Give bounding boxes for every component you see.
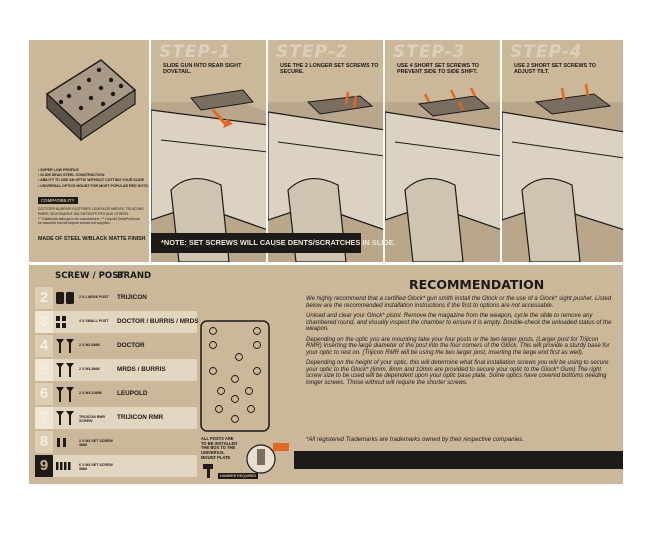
table-header-brand: BRAND — [117, 271, 152, 281]
table-row: 2 2 X LARGE POST TRIJICON — [35, 287, 197, 309]
step-title: STEP-1 — [159, 42, 232, 62]
material-label: MADE OF STEEL W/BLACK MATTE FINISH — [38, 236, 146, 242]
screw-icon — [56, 411, 74, 425]
step-title: STEP-3 — [393, 42, 466, 62]
screw-icon — [56, 363, 74, 377]
hammer-icon — [203, 464, 213, 478]
step-instruction: USE THE 2 LONGER SET SCREWS TO SECURE. — [280, 63, 379, 76]
table-row: 4 2 X M3-6MM DOCTOR — [35, 335, 197, 357]
screw-icon — [56, 339, 74, 353]
table-header-screw: SCREW / POST — [55, 271, 125, 281]
step-instruction: USE 4 SHORT SET SCREWS TO PREVENT SIDE T… — [397, 63, 479, 76]
section-divider — [29, 262, 623, 265]
row-label: 6 X M3 SET SCREW 5MM — [79, 463, 113, 471]
row-number: 2 — [35, 287, 53, 309]
instruction-sheet: • SUPER LOW PROFILE • SLIDE DEAD STEEL C… — [29, 40, 623, 484]
recommendation-body: We highly recommend that a certified Glo… — [306, 296, 612, 391]
table-row: 9 6 X M3 SET SCREW 5MM — [35, 455, 197, 477]
top-section: • SUPER LOW PROFILE • SLIDE DEAD STEEL C… — [29, 40, 623, 262]
row-brand: DOCTOR — [117, 342, 145, 349]
set-screw-icon — [57, 438, 66, 447]
post-install-icon — [246, 443, 289, 474]
row-label: 2 X M3-6MM — [79, 343, 100, 347]
step-4-panel: STEP-4 USE 2 SHORT SET SCREWS TO ADJUST … — [500, 40, 623, 262]
hammer-required-label: HAMMER REQUIRED — [218, 473, 259, 479]
small-post-icon — [56, 316, 66, 328]
footer-bar — [294, 451, 623, 469]
row-brand: MRDS / BURRIS — [117, 366, 166, 373]
compatibility-title: COMPATIBILITY — [38, 197, 78, 204]
step-instruction: SLIDE GUN INTO REAR SIGHT DOVETAIL. — [163, 63, 242, 76]
plate-hole-diagram — [200, 320, 270, 432]
screw-icon — [56, 387, 74, 402]
row-number: 7 — [35, 407, 53, 429]
table-row: 6 2 X M3-10MM LEUPOLD — [35, 383, 197, 405]
large-post-icon — [56, 292, 74, 304]
row-brand: LEUPOLD — [117, 390, 148, 397]
row-brand: TRIJICON — [117, 294, 147, 301]
recommendation-title: RECOMMENDATION — [409, 277, 545, 292]
row-label: 2 X M3 SET SCREW 3MM — [79, 439, 113, 447]
warning-note: *NOTE: SET SCREWS WILL CAUSE DENTS/SCRAT… — [151, 233, 396, 253]
row-brand: DOCTOR / BURRIS / MRDS — [117, 318, 199, 325]
feature-item: • ABILITY TO USE AN OPTIC WITHOUT CUTTIN… — [38, 178, 145, 183]
row-number: 6 — [35, 383, 53, 405]
step-4-illustration — [502, 83, 623, 262]
step-title: STEP-2 — [276, 42, 349, 62]
step-3-illustration — [385, 87, 502, 262]
recommendation-paragraph: Unload and clear your Glock* pistol. Rem… — [306, 313, 612, 333]
trademark-note: *All registered Trademarks are trademark… — [306, 436, 524, 443]
mount-plate-illustration — [45, 59, 137, 142]
row-number: 9 — [35, 455, 53, 477]
feature-list: • SUPER LOW PROFILE • SLIDE DEAD STEEL C… — [38, 168, 172, 189]
table-row: 5 2 X M3-8MM MRDS / BURRIS — [35, 359, 197, 381]
compatibility-text: DOCTOR® BURRIS® FASTFIRE® LEUPOLD® MRDS®… — [38, 207, 144, 226]
table-row: 3 4 X SMALL POST DOCTOR / BURRIS / MRDS — [35, 311, 199, 333]
step-2-illustration — [268, 91, 385, 262]
compatibility-brands: DOCTOR® BURRIS® FASTFIRE® LEUPOLD® MRDS®… — [38, 207, 144, 216]
recommendation-paragraph: We highly recommend that a certified Glo… — [306, 296, 612, 309]
step-instruction: USE 2 SHORT SET SCREWS TO ADJUST TILT. — [514, 63, 596, 76]
row-label: 2 X LARGE POST — [79, 295, 109, 299]
row-number: 8 — [35, 431, 53, 453]
feature-item: • SLIDE DEAD STEEL CONSTRUCTION — [38, 173, 105, 178]
step-title: STEP-4 — [510, 42, 583, 62]
row-label: 4 X SMALL POST — [79, 319, 109, 323]
compatibility-note: ** Trademark belongs to its manufacturer… — [38, 216, 140, 226]
row-label: TRIJICON RMR SCREW — [79, 415, 105, 423]
step-3-panel: STEP-3 USE 4 SHORT SET SCREWS TO PREVENT… — [383, 40, 502, 262]
table-row: 7 TRIJICON RMR SCREW TRIJICON RMR — [35, 407, 197, 429]
diagram-note: ALL POSTS ARE TO BE INSTALLED THE BOX TO… — [201, 436, 238, 460]
recommendation-paragraph: Depending on the optic you are mounting … — [306, 336, 610, 356]
product-panel: • SUPER LOW PROFILE • SLIDE DEAD STEEL C… — [29, 40, 172, 262]
row-number: 4 — [35, 335, 53, 357]
row-number: 3 — [35, 311, 53, 333]
table-row: 8 2 X M3 SET SCREW 3MM — [35, 431, 197, 453]
step-1-panel: STEP-1 SLIDE GUN INTO REAR SIGHT DOVETAI… — [149, 40, 268, 262]
set-screw-icon — [56, 462, 71, 470]
feature-item: • UNIVERSAL OPTICS MOUNT FOR MOST POPULA… — [38, 183, 172, 188]
feature-item: • SUPER LOW PROFILE — [38, 168, 79, 172]
bottom-section: SCREW / POST BRAND 2 2 X LARGE POST TRIJ… — [29, 265, 623, 484]
row-number: 5 — [35, 359, 53, 381]
step-2-panel: STEP-2 USE THE 2 LONGER SET SCREWS TO SE… — [266, 40, 385, 262]
recommendation-paragraph: Depending on the height of your optic, t… — [306, 360, 609, 387]
row-label: 2 X M3-10MM — [79, 391, 102, 395]
row-label: 2 X M3-8MM — [79, 367, 100, 371]
row-brand: TRIJICON RMR — [117, 414, 164, 421]
